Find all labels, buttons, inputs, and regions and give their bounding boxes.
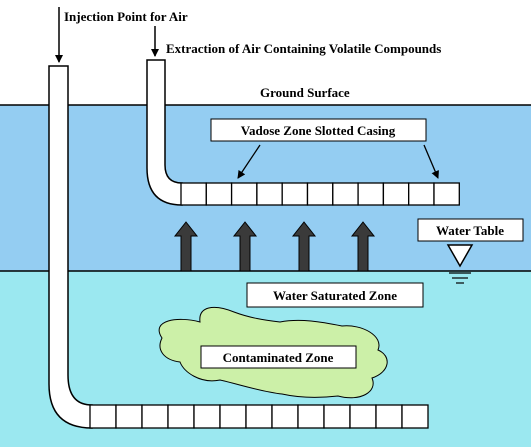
casing-slot — [89, 404, 117, 429]
vapor-flow-arrows — [173, 221, 376, 272]
vapor-flow-arrow — [350, 221, 376, 272]
casing-slot — [297, 404, 325, 429]
casing-slot — [357, 182, 385, 206]
casing-slot — [382, 182, 410, 206]
ground-surface-label: Ground Surface — [260, 85, 350, 100]
casing-slot — [433, 182, 460, 206]
casing-slot — [180, 182, 207, 206]
water-table-symbol — [446, 244, 474, 284]
casing-slot — [230, 182, 258, 206]
casing-slot — [115, 404, 143, 429]
vadose-casing-label: Vadose Zone Slotted Casing — [241, 123, 396, 138]
water-table-label-box — [417, 218, 524, 242]
vadose-casing-label-box — [210, 118, 427, 142]
contaminated-zone-label: Contaminated Zone — [223, 350, 334, 365]
extraction-label: Extraction of Air Containing Volatile Co… — [166, 41, 441, 56]
contaminated-zone-label-box — [200, 345, 357, 369]
casing-slot — [281, 182, 309, 206]
casing-slot — [205, 182, 233, 206]
vapor-flow-arrow — [232, 221, 258, 272]
casing-slot — [306, 182, 334, 206]
casing-slot — [141, 404, 169, 429]
vapor-flow-arrow — [291, 221, 317, 272]
casing-slot — [332, 182, 359, 206]
lower-casing-slots — [89, 404, 429, 429]
upper-casing-slots — [180, 182, 460, 206]
casing-pointer-left — [237, 144, 261, 179]
casing-slot — [349, 404, 377, 429]
vapor-flow-arrow — [173, 221, 199, 272]
casing-slot — [375, 404, 403, 429]
injection-point-label: Injection Point for Air — [64, 9, 188, 24]
water-table-label: Water Table — [436, 223, 504, 238]
casing-slot — [408, 182, 435, 206]
casing-slot — [167, 404, 195, 429]
casing-slot — [271, 404, 299, 429]
casing-slot — [193, 404, 221, 429]
casing-pointer-right — [423, 144, 439, 179]
saturated-zone-label: Water Saturated Zone — [273, 288, 397, 303]
casing-slot — [401, 404, 429, 429]
saturated-zone-label-box — [246, 282, 424, 308]
casing-slot — [256, 182, 283, 206]
casing-slot — [323, 404, 351, 429]
casing-slot — [219, 404, 247, 429]
casing-slot — [245, 404, 273, 429]
